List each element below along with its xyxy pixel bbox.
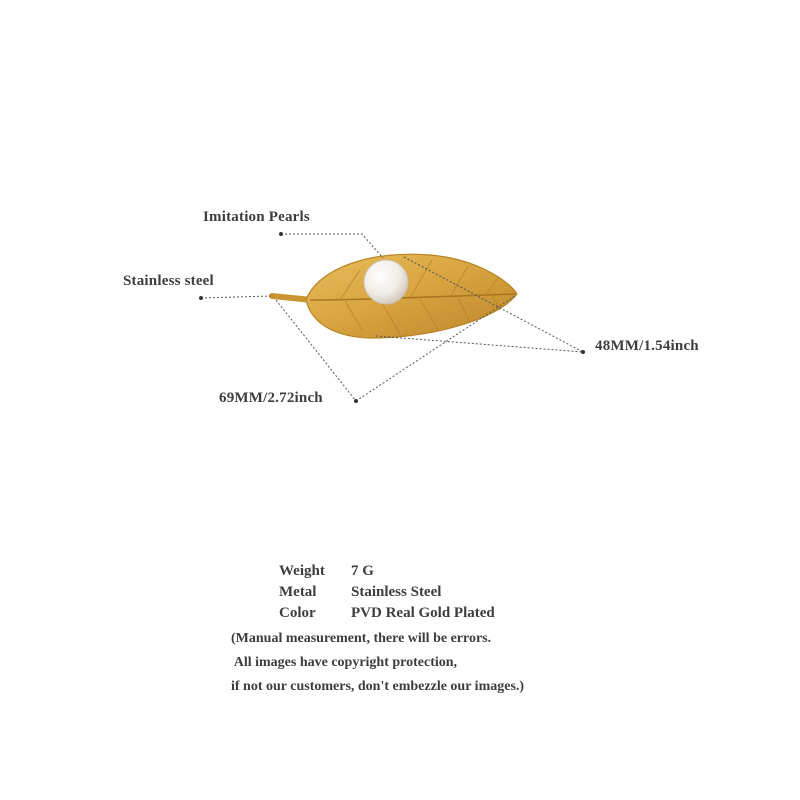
dimension-lines — [200, 233, 584, 402]
length-dimension-label: 69MM/2.72inch — [219, 390, 323, 406]
spec-key: Color — [279, 605, 316, 621]
spec-value: Stainless Steel — [351, 584, 442, 600]
spec-table: Weight 7 G Metal Stainless Steel Color PVD … — [279, 561, 495, 624]
spec-row-weight: Weight 7 G — [279, 561, 495, 582]
width-line-lower — [375, 335, 584, 353]
stainless-steel-label: Stainless steel — [123, 273, 214, 289]
width-leader-dot — [581, 350, 585, 354]
spec-row-metal: Metal Stainless Steel — [279, 582, 495, 603]
steel-leader-line — [200, 295, 273, 299]
spec-key: Weight — [279, 563, 325, 579]
pearls-leader-line — [281, 233, 384, 259]
length-line-left — [275, 299, 357, 402]
length-leader-dot — [354, 399, 358, 403]
steel-leader-dot — [199, 296, 203, 300]
pearls-leader-dot — [279, 232, 283, 236]
spec-value: PVD Real Gold Plated — [351, 605, 495, 621]
width-line-upper — [403, 256, 584, 353]
leaf-brooch — [269, 253, 518, 339]
spec-value: 7 G — [351, 563, 374, 579]
leaf-stem — [269, 293, 315, 303]
spec-row-color: Color PVD Real Gold Plated — [279, 603, 495, 624]
pearl — [363, 259, 409, 305]
note-line: All images have copyright protection, — [231, 655, 458, 670]
width-dimension-label: 48MM/1.54inch — [595, 338, 699, 354]
note-line: (Manual measurement, there will be error… — [231, 631, 492, 646]
imitation-pearls-label: Imitation Pearls — [203, 209, 310, 225]
spec-key: Metal — [279, 584, 317, 600]
note-line: if not our customers, don't embezzle our… — [231, 679, 525, 694]
disclaimer-notes: (Manual measurement, there will be error… — [231, 627, 524, 699]
